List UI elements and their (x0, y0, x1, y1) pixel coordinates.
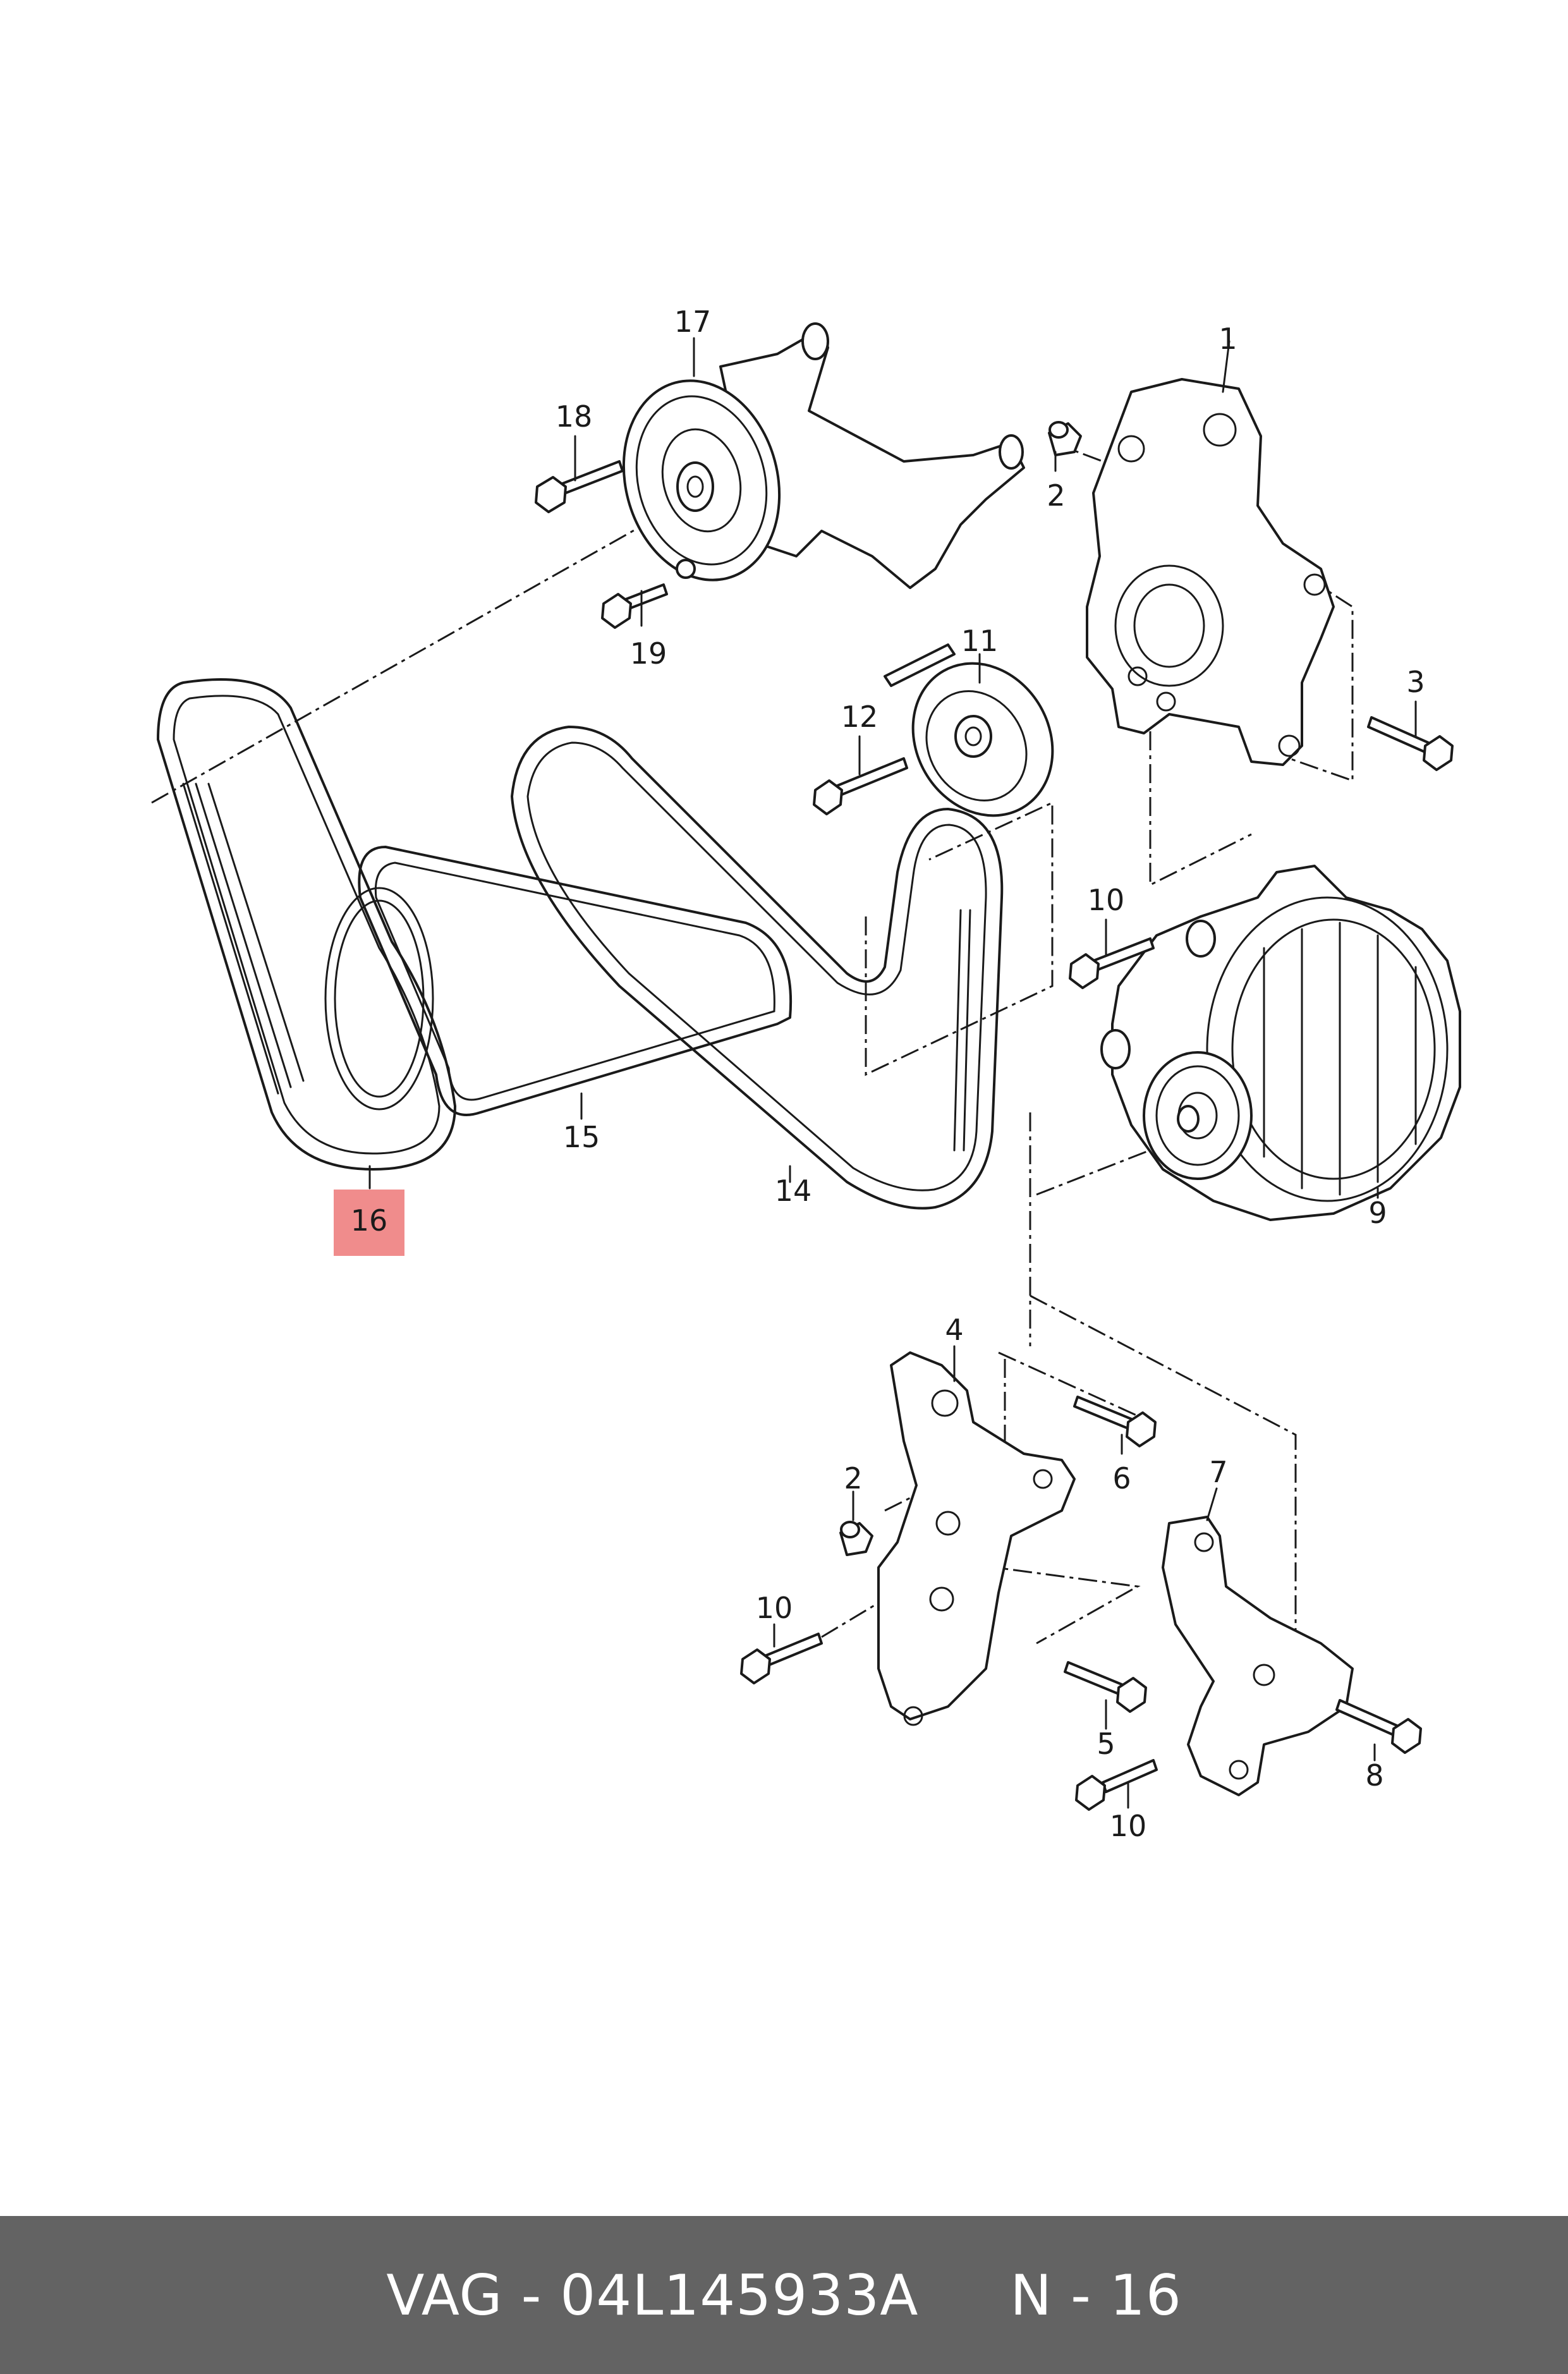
bolt-10-upper (1069, 937, 1155, 989)
label-6: 6 (1112, 1461, 1131, 1495)
part-2-sleeve-lower (839, 1521, 873, 1556)
part-9-alternator (1100, 865, 1461, 1221)
bolt-8 (1335, 1699, 1422, 1754)
label-9: 9 (1368, 1196, 1387, 1230)
belt-15 (324, 846, 793, 1116)
bolt-12 (813, 757, 908, 815)
leader-lines (368, 337, 1417, 1809)
part-17-tensioner-assembly (622, 322, 1025, 589)
label-14: 14 (775, 1174, 812, 1208)
bolt-10-lower (1075, 1759, 1158, 1811)
part-2-sleeve-top (1048, 421, 1082, 456)
label-18: 18 (556, 399, 593, 434)
label-16: 16 (351, 1203, 388, 1238)
belt-16 (157, 678, 456, 1171)
part-7-bracket (1162, 1516, 1354, 1796)
bolt-10-middle (740, 1633, 823, 1684)
label-2-lower: 2 (844, 1461, 862, 1495)
label-10-middle: 10 (756, 1591, 793, 1625)
bolt-18 (535, 460, 624, 513)
label-10-lower: 10 (1110, 1809, 1147, 1843)
label-8: 8 (1365, 1758, 1383, 1793)
label-7: 7 (1209, 1455, 1227, 1489)
label-17: 17 (674, 305, 712, 339)
exploded-parts-diagram: 17 18 19 1 2 3 11 12 10 9 15 14 16 4 6 2… (151, 305, 1461, 1843)
belt-14 (511, 726, 1004, 1210)
bolt-6 (1073, 1396, 1157, 1447)
label-4: 4 (945, 1313, 963, 1347)
part-number-footer: VAG - 04L145933A N - 16 (0, 2216, 1568, 2374)
bolt-3 (1367, 716, 1454, 771)
label-19: 19 (630, 636, 667, 671)
label-5: 5 (1097, 1727, 1115, 1761)
part-4-bracket (877, 1351, 1076, 1726)
label-11: 11 (961, 624, 999, 658)
label-10-upper: 10 (1088, 883, 1125, 917)
label-1: 1 (1219, 322, 1237, 356)
bolt-5 (1064, 1661, 1147, 1713)
label-3: 3 (1406, 665, 1425, 699)
label-15: 15 (563, 1120, 600, 1154)
part-labels: 17 18 19 1 2 3 11 12 10 9 15 14 16 4 6 2… (351, 305, 1425, 1843)
label-2-top: 2 (1047, 478, 1065, 513)
highlight-16 (334, 1190, 404, 1256)
part-1-bracket (1086, 378, 1335, 766)
label-12: 12 (841, 700, 878, 734)
part-11-idler-pulley (884, 643, 1054, 817)
part-number-text: VAG - 04L145933A N - 16 (386, 2262, 1182, 2328)
bolt-19 (601, 583, 668, 629)
